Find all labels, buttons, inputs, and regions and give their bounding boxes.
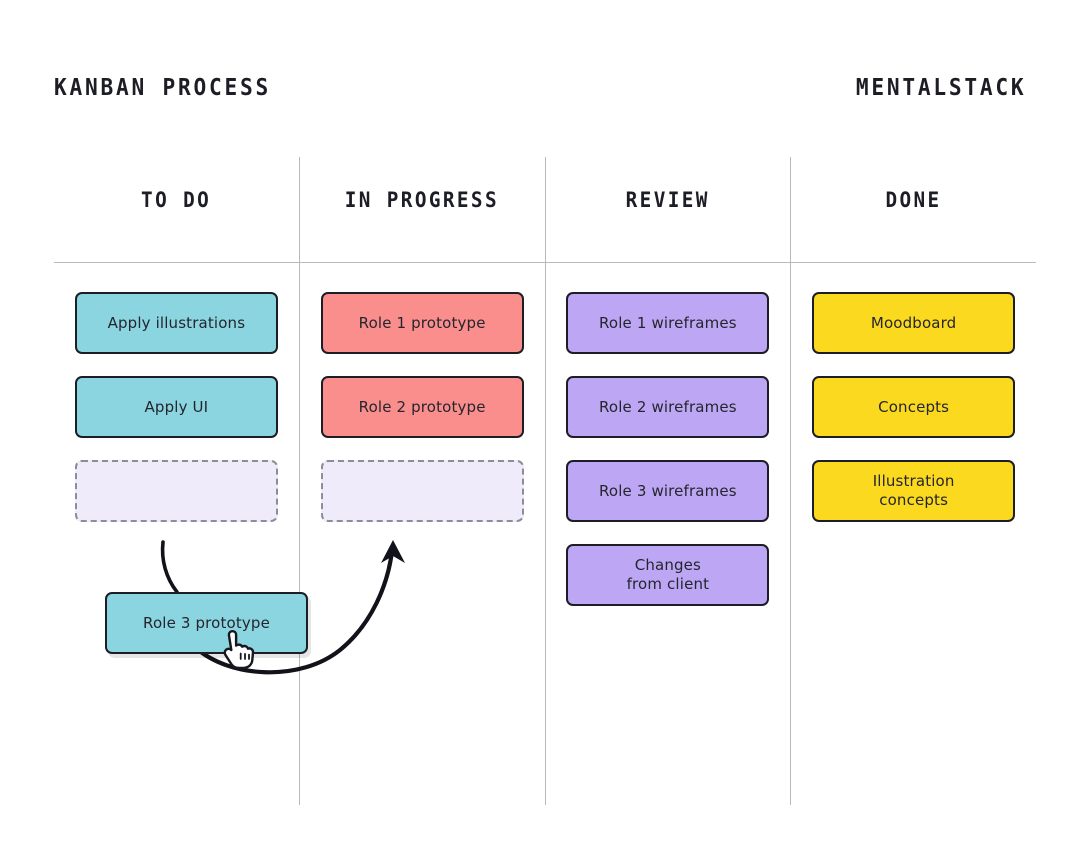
card[interactable]: Concepts <box>812 376 1016 438</box>
card[interactable]: Role 3 wireframes <box>566 460 770 522</box>
column-title-review: REVIEW <box>625 188 710 212</box>
card[interactable]: Moodboard <box>812 292 1016 354</box>
card[interactable]: Changes from client <box>566 544 770 606</box>
column-done: DONE Moodboard Concepts Illustration con… <box>790 157 1036 805</box>
card[interactable]: Apply UI <box>74 376 278 438</box>
drop-placeholder-in-progress[interactable] <box>320 460 524 522</box>
card-list-todo: Apply illustrations Apply UI <box>54 292 299 522</box>
column-in-progress: IN PROGRESS Role 1 prototype Role 2 prot… <box>298 157 545 805</box>
column-title-in-progress: IN PROGRESS <box>344 188 500 212</box>
drop-placeholder-todo[interactable] <box>74 460 278 522</box>
column-title-todo: TO DO <box>141 188 212 212</box>
card-list-in-progress: Role 1 prototype Role 2 prototype <box>300 292 545 522</box>
column-title-done: DONE <box>885 188 942 212</box>
board-header: KANBAN PROCESS MENTALSTACK <box>54 68 1026 108</box>
card[interactable]: Apply illustrations <box>74 292 278 354</box>
column-todo: TO DO Apply illustrations Apply UI <box>54 157 299 805</box>
company-logo-text: MENTALSTACK <box>855 75 1026 101</box>
board-columns: TO DO Apply illustrations Apply UI IN PR… <box>54 157 1036 805</box>
card[interactable]: Role 2 wireframes <box>566 376 770 438</box>
page-title: KANBAN PROCESS <box>54 75 272 101</box>
card[interactable]: Role 2 prototype <box>320 376 524 438</box>
card[interactable]: Illustration concepts <box>812 460 1016 522</box>
card[interactable]: Role 1 prototype <box>320 292 524 354</box>
card-list-done: Moodboard Concepts Illustration concepts <box>791 292 1036 522</box>
column-review: REVIEW Role 1 wireframes Role 2 wirefram… <box>544 157 791 805</box>
card[interactable]: Role 1 wireframes <box>566 292 770 354</box>
card-list-review: Role 1 wireframes Role 2 wireframes Role… <box>546 292 791 606</box>
